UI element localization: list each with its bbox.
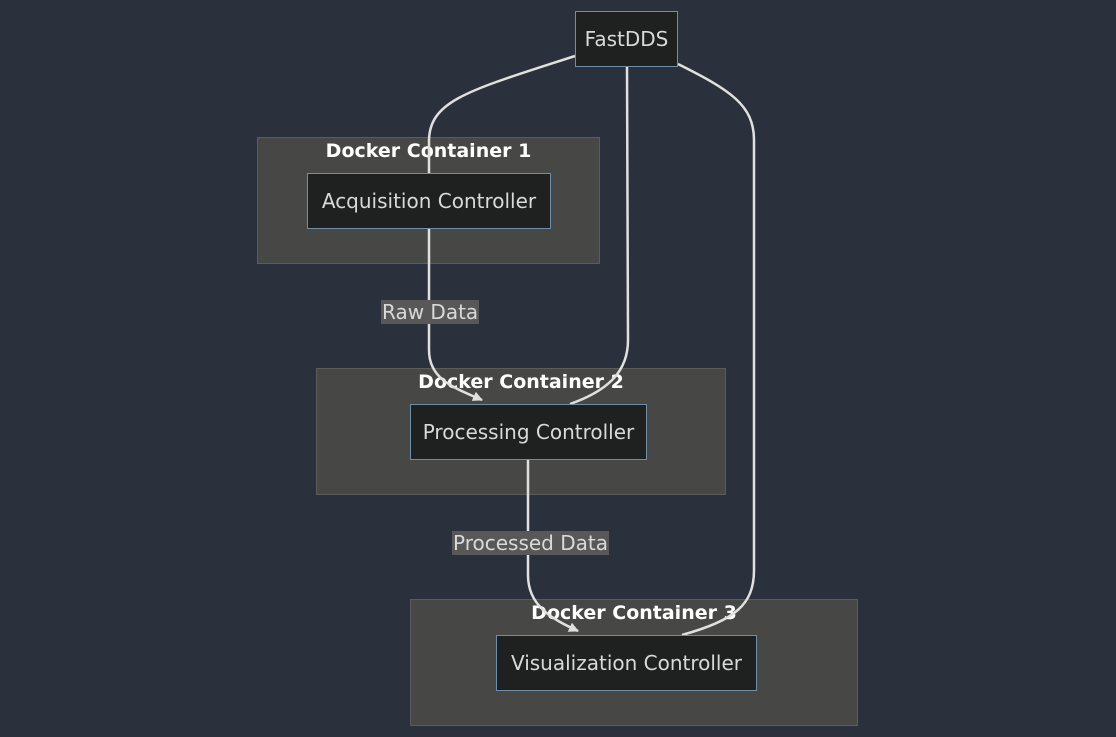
edge-label-processed-data: Processed Data bbox=[452, 531, 609, 555]
node-label: Visualization Controller bbox=[510, 651, 743, 675]
edge-fastdds-visualization bbox=[677, 62, 756, 637]
cluster-title: Docker Container 1 bbox=[325, 140, 532, 162]
cluster-title: Docker Container 2 bbox=[418, 371, 624, 393]
node-processing-controller[interactable]: Processing Controller bbox=[410, 404, 647, 460]
node-label: FastDDS bbox=[584, 27, 669, 51]
node-visualization-controller[interactable]: Visualization Controller bbox=[496, 635, 757, 691]
cluster-title: Docker Container 3 bbox=[531, 602, 737, 624]
node-fastdds[interactable]: FastDDS bbox=[575, 11, 678, 67]
edge-label-raw-data: Raw Data bbox=[381, 300, 480, 324]
node-acquisition-controller[interactable]: Acquisition Controller bbox=[307, 173, 551, 229]
node-label: Acquisition Controller bbox=[321, 189, 537, 213]
node-label: Processing Controller bbox=[422, 420, 635, 444]
